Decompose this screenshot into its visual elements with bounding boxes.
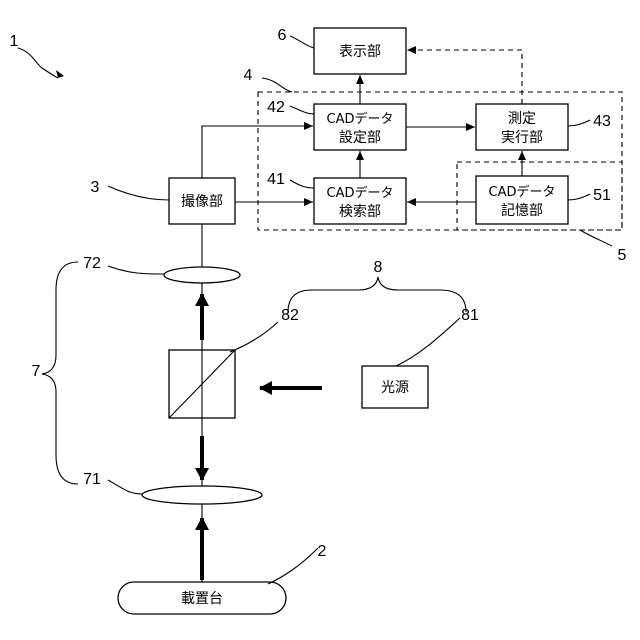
ref-1: 1 xyxy=(10,33,19,50)
leader-71 xyxy=(108,480,142,494)
cad-storage-label-2: 記憶部 xyxy=(501,202,543,219)
measure-label-2: 実行部 xyxy=(501,130,543,146)
ref-3: 3 xyxy=(91,179,100,196)
leader-43 xyxy=(568,120,590,126)
lens-72 xyxy=(164,267,240,283)
ref-42: 42 xyxy=(267,99,285,116)
light-source-label: 光源 xyxy=(381,380,409,396)
display-label: 表示部 xyxy=(339,44,381,60)
ref-41: 41 xyxy=(267,171,285,188)
ref-7: 7 xyxy=(32,363,41,380)
imaging-label: 撮像部 xyxy=(181,193,223,210)
leader-82 xyxy=(230,322,278,352)
ref-72: 72 xyxy=(83,255,101,272)
cad-setting-label-2: 設定部 xyxy=(339,130,381,146)
leader-51 xyxy=(568,194,590,200)
leader-3 xyxy=(108,186,169,200)
ref-81: 81 xyxy=(461,307,479,324)
ref-8: 8 xyxy=(374,259,383,276)
ref-43: 43 xyxy=(593,113,611,130)
brace-7 xyxy=(42,262,78,484)
leader-1-arrowhead xyxy=(56,70,64,78)
leader-1 xyxy=(18,48,58,78)
leader-41 xyxy=(290,180,314,188)
cad-storage-label-1: CADデータ xyxy=(489,184,556,200)
ref-5: 5 xyxy=(618,247,627,264)
ref-82: 82 xyxy=(281,307,299,324)
cad-search-label-1: CADデータ xyxy=(327,185,394,201)
leader-81 xyxy=(396,318,460,366)
ref-51: 51 xyxy=(593,187,611,204)
ref-6: 6 xyxy=(278,27,287,44)
ref-71: 71 xyxy=(83,471,101,488)
leader-2 xyxy=(268,548,318,584)
imaging-to-setting-arrow xyxy=(202,126,313,178)
leader-42 xyxy=(290,106,314,114)
leader-6 xyxy=(290,36,314,48)
cad-setting-label-1: CADデータ xyxy=(327,111,394,127)
cad-search-label-2: 検索部 xyxy=(339,203,381,220)
brace-8 xyxy=(288,277,466,312)
measure-to-display-arrow xyxy=(407,50,522,104)
lens-71 xyxy=(142,486,262,504)
leader-5 xyxy=(580,230,612,246)
stage-label: 載置台 xyxy=(181,591,223,607)
measure-label-1: 測定 xyxy=(508,111,536,127)
ref-4: 4 xyxy=(244,67,253,84)
ref-2: 2 xyxy=(318,543,327,560)
leader-72 xyxy=(108,266,164,274)
leader-4 xyxy=(262,78,292,92)
